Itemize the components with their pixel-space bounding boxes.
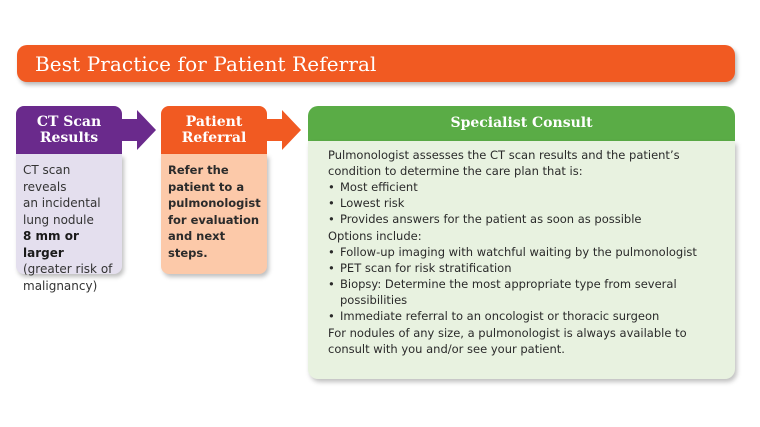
ct-scan-size-threshold: 8 mm or larger [23,229,79,260]
option-biopsy-line2: possibilities [340,293,408,307]
referral-text-line: patient to a [168,179,245,194]
options-list: Follow-up imaging with watchful waiting … [328,244,725,324]
care-plan-criteria-list: Most efficient Lowest risk Provides answ… [328,179,725,227]
list-item: PET scan for risk stratification [328,260,725,276]
step-ct-scan-header: CT Scan Results [16,106,122,154]
options-heading: Options include: [328,229,422,243]
list-item: Follow-up imaging with watchful waiting … [328,244,725,260]
closing-line2: consult with you and/or see your patient… [328,342,565,356]
referral-text-line: Refer the [168,163,229,177]
referral-text-line: and next steps. [168,229,226,260]
step-specialist-title: Specialist Consult [450,115,593,132]
step-referral-body: Refer the patient to a pulmonologist for… [161,154,267,274]
step-referral-header: Patient Referral [161,106,267,154]
step-ct-scan-body: CT scan reveals an incidental lung nodul… [16,154,122,293]
ct-scan-text-line: an incidental [23,196,101,210]
step-specialist-header: Specialist Consult [308,106,735,141]
list-item: Immediate referral to an oncologist or t… [328,308,725,324]
arrow-shape [267,110,301,150]
specialist-intro-line2: condition to determine the care plan tha… [328,164,583,178]
ct-scan-text-line: (greater risk of [23,262,113,276]
specialist-intro-line1: Pulmonologist assesses the CT scan resul… [328,148,680,162]
list-item: Most efficient [328,179,725,195]
step-ct-scan-title-line1: CT Scan [36,113,102,130]
option-biopsy-line1: Biopsy: Determine the most appropriate t… [340,277,677,291]
banner-title: Best Practice for Patient Referral [35,51,377,76]
list-item: Lowest risk [328,195,725,211]
referral-text-line: for evaluation [168,212,260,227]
ct-scan-text-line: CT scan reveals [23,163,71,194]
arrow-shape [122,110,156,150]
step-specialist-body: Pulmonologist assesses the CT scan resul… [308,141,735,379]
title-banner: Best Practice for Patient Referral [17,45,735,82]
list-item: Provides answers for the patient as soon… [328,211,725,227]
step-referral-title-line1: Patient [185,113,243,130]
closing-line1: For nodules of any size, a pulmonologist… [328,326,687,340]
arrow-right-icon [122,110,156,150]
list-item: Biopsy: Determine the most appropriate t… [328,276,725,308]
ct-scan-text-line: malignancy) [23,278,98,293]
arrow-right-icon [267,110,301,150]
step-ct-scan-title-line2: Results [39,130,99,146]
step-referral-title-line2: Referral [181,130,247,146]
referral-text-line: pulmonologist [168,196,261,210]
ct-scan-text-line: lung nodule [23,212,94,227]
